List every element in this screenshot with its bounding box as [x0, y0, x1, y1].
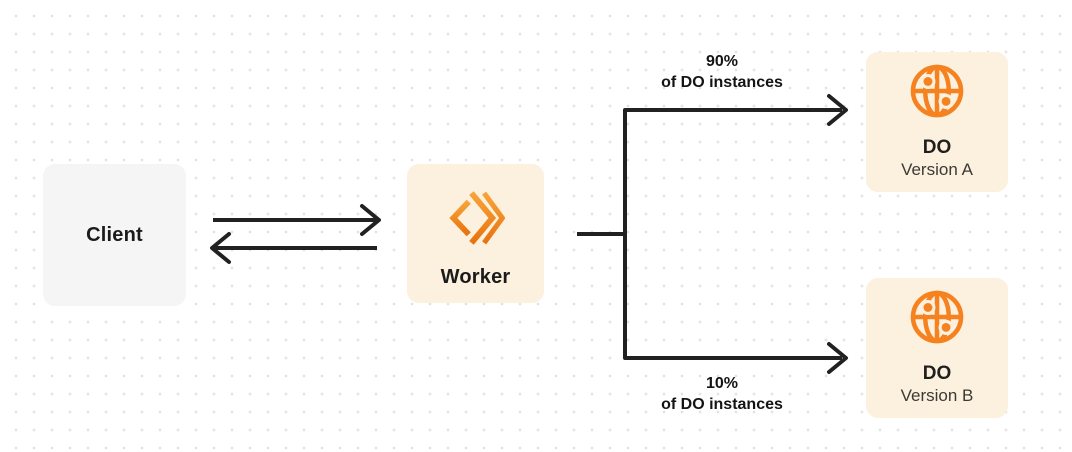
edge-label-90-line2: of DO instances [661, 73, 783, 91]
worker-label: Worker [440, 266, 511, 288]
edge-label-10-line2: of DO instances [661, 395, 783, 413]
durable-object-globe-icon [910, 290, 964, 344]
do-a-subtitle: Version A [901, 160, 973, 179]
client-label: Client [86, 223, 143, 246]
client-node: Client [43, 164, 186, 306]
branch-split-lines [623, 94, 848, 374]
do-version-a-node: DO Version A [866, 52, 1008, 192]
edge-label-90-line1: 90% [705, 53, 739, 70]
durable-object-globe-icon [910, 64, 964, 118]
arrowhead-to-version-b [827, 342, 848, 374]
worker-node: Worker [407, 164, 544, 303]
do-b-subtitle: Version B [900, 386, 974, 405]
edge-label-10-line1: 10% [705, 375, 739, 392]
edge-label-90-percent: 90% of DO instances [597, 52, 847, 93]
arrowhead-to-version-a [827, 94, 848, 126]
workers-chevrons-icon [448, 191, 505, 245]
edge-label-10-percent: 10% of DO instances [597, 374, 847, 415]
do-b-title: DO [922, 363, 952, 384]
arrow-worker-to-client [210, 232, 377, 264]
arrow-client-to-worker [213, 204, 381, 236]
do-version-b-node: DO Version B [866, 278, 1008, 418]
do-a-title: DO [922, 137, 952, 158]
